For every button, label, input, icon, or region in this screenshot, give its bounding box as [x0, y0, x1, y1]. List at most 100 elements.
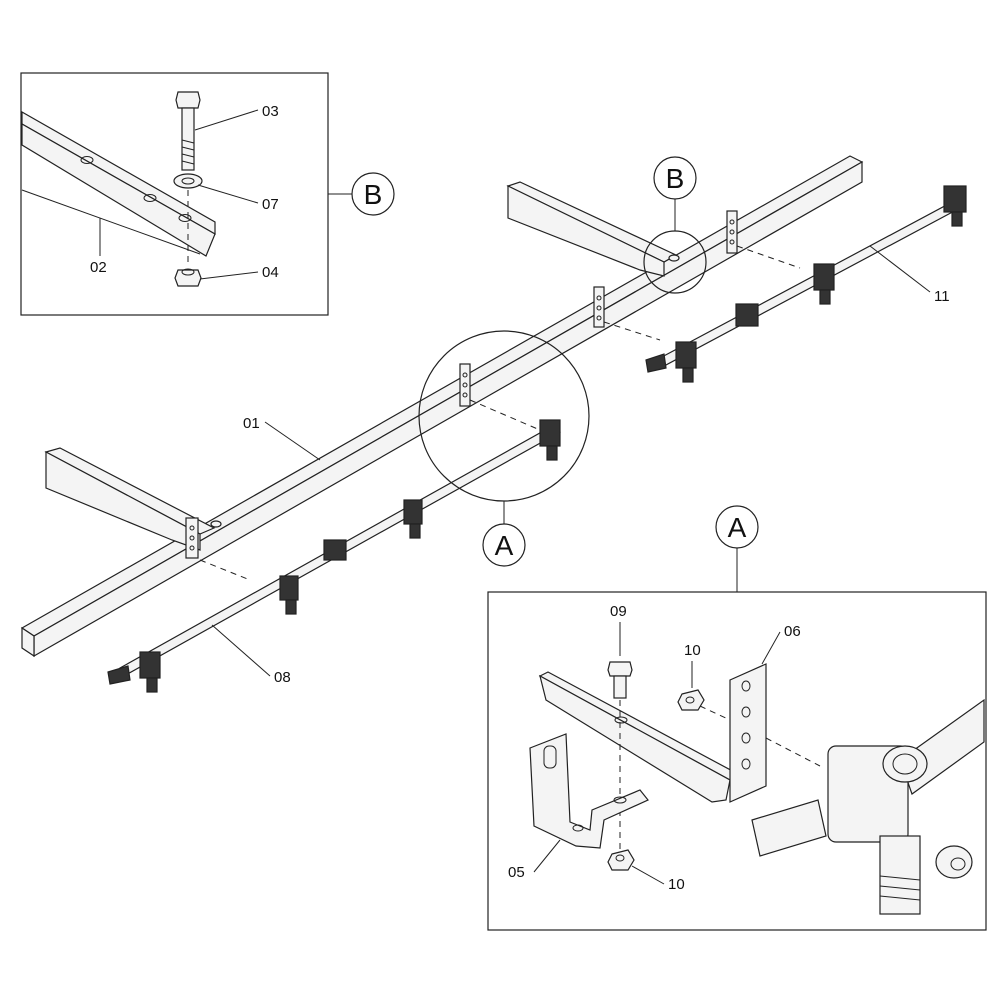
clamp-hole	[462, 392, 468, 398]
bracket-06-plate	[729, 663, 767, 803]
leader-04	[199, 271, 259, 280]
bracket-05-body	[529, 733, 649, 849]
pipe-coupling	[735, 303, 759, 327]
bracket-05-slot	[543, 745, 557, 769]
left-bracket-side	[45, 451, 201, 551]
clamp-hole	[729, 219, 735, 225]
label-10-upper: 10	[684, 642, 701, 659]
bracket-06-side	[539, 674, 731, 803]
bolt-09-head	[607, 661, 633, 677]
left-bracket-nut	[210, 520, 222, 528]
nozzle-valve	[943, 185, 967, 213]
boom-front-face	[33, 160, 863, 658]
part-11-spray-pipe	[645, 185, 967, 383]
valve-side-bore	[950, 857, 966, 871]
bracket-hole	[143, 194, 157, 202]
right-bracket-nut	[668, 254, 680, 262]
detail-b-frame	[20, 72, 329, 316]
valve-side-port	[935, 845, 973, 879]
nozzle-body	[645, 341, 697, 383]
bracket-hole	[189, 545, 195, 551]
detail-b-panel: 03 07 04 02 B	[20, 72, 395, 316]
part-07-washer	[173, 173, 203, 189]
callout-a-main-circle	[482, 523, 526, 567]
bracket-hole	[741, 680, 751, 692]
washer-outer	[173, 173, 203, 189]
assembly-axis	[699, 705, 731, 721]
nut-hole	[685, 696, 695, 704]
alignment-line	[199, 559, 251, 581]
bracket-hole	[80, 156, 94, 164]
part-06-bracket	[538, 663, 767, 803]
clamp-plate-3	[459, 363, 471, 407]
clamp-hole	[462, 382, 468, 388]
part-04-nut	[174, 268, 202, 287]
callout-b-detail-circle	[351, 172, 395, 216]
callout-a-detail-letter: A	[728, 512, 747, 543]
enlarged-nozzle-valve	[751, 698, 985, 915]
bracket-hole	[189, 535, 195, 541]
nozzle-tip	[682, 367, 694, 383]
leader-11	[869, 245, 931, 293]
nut-10-lower-body	[607, 849, 635, 871]
callout-b-main-letter: B	[666, 163, 685, 194]
label-07: 07	[262, 196, 279, 213]
bolt-shank	[181, 107, 195, 171]
nozzle-valve	[675, 341, 697, 369]
tube-clamps	[459, 210, 738, 407]
clamp-hole	[729, 229, 735, 235]
nozzle-lever	[107, 665, 131, 685]
bracket-hole	[741, 732, 751, 744]
nozzle-valve	[813, 263, 835, 291]
bolt-thread	[181, 160, 195, 165]
boom-end-face	[21, 626, 35, 658]
left-bracket-plate	[185, 517, 199, 559]
label-08: 08	[274, 669, 291, 686]
label-03: 03	[262, 103, 279, 120]
nozzle-body	[279, 575, 299, 615]
label-06: 06	[784, 623, 801, 640]
callout-b-detail-letter: B	[364, 179, 383, 210]
bracket-edge	[21, 189, 201, 255]
bracket-hole	[741, 706, 751, 718]
alignment-line	[736, 245, 801, 269]
part-03-bolt	[175, 91, 201, 171]
alignment-line	[469, 399, 541, 431]
part-10-nut-upper	[677, 689, 705, 711]
label-01: 01	[243, 415, 260, 432]
valve-inlet	[882, 745, 928, 783]
bolt-09-shank	[613, 675, 627, 699]
valve-inlet-bore	[892, 753, 918, 775]
nut-hole	[181, 268, 195, 276]
nozzle-tip	[819, 289, 831, 305]
clamp-hole	[596, 295, 602, 301]
part-02-bracket	[21, 110, 216, 257]
valve-outlet	[879, 835, 921, 915]
pipe-coupling	[323, 539, 347, 561]
coupling-body	[323, 539, 347, 561]
pipe-11-body	[659, 199, 961, 367]
label-10-lower: 10	[668, 876, 685, 893]
alignment-line	[603, 321, 661, 341]
nozzle-tip	[285, 599, 297, 615]
nut-hole	[615, 854, 625, 862]
part-08-spray-pipe	[107, 419, 561, 693]
nozzle-body	[403, 499, 423, 539]
nozzle-body	[943, 185, 967, 227]
leader-03	[194, 109, 259, 131]
washer-hole	[181, 177, 195, 185]
callout-a-detail-circle	[715, 505, 759, 549]
nozzle-valve	[139, 651, 161, 679]
bolt-thread	[181, 153, 195, 158]
coupling-body	[735, 303, 759, 327]
clamp-hole	[729, 239, 735, 245]
nut-10-upper-body	[677, 689, 705, 711]
label-11: 11	[934, 288, 950, 305]
bracket-hole	[178, 214, 192, 222]
part-05-u-bracket	[529, 733, 649, 849]
leader-01	[264, 421, 321, 461]
leader-10-lower	[631, 865, 665, 885]
outlet-thread	[879, 885, 921, 891]
